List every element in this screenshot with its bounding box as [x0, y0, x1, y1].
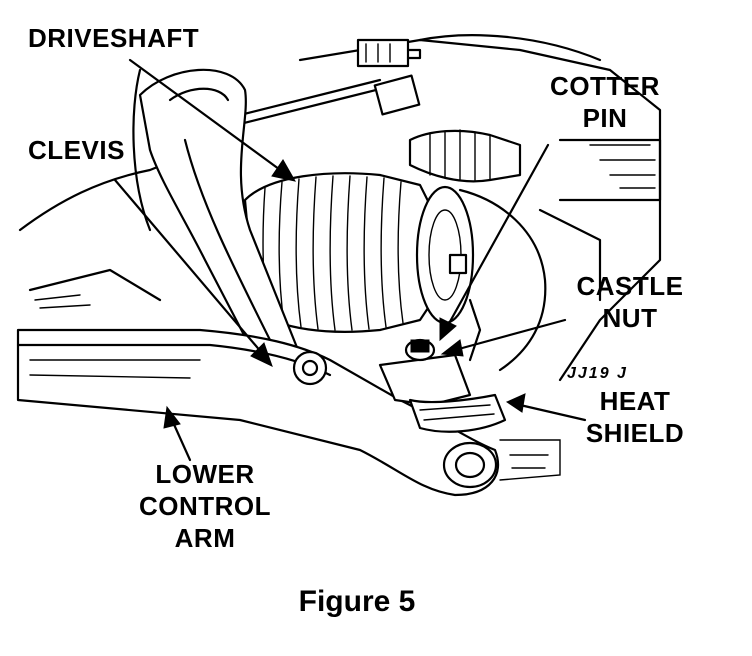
- label-heat-shield: HEAT SHIELD: [575, 385, 695, 449]
- cotter-pin-leader: [445, 143, 550, 329]
- label-driveshaft: DRIVESHAFT: [28, 23, 200, 53]
- castle-nut-arrowhead: [440, 339, 464, 357]
- cotter-pin-arrowhead: [439, 317, 457, 342]
- label-castle-nut-line1: CASTLE: [576, 271, 684, 301]
- upper-boot: [408, 129, 522, 183]
- heat-shield-arrowhead: [505, 393, 526, 413]
- label-lower-control-arm: LOWER CONTROL ARM: [125, 458, 285, 554]
- clevis-leader: [113, 178, 264, 355]
- driveshaft-arrowhead: [271, 159, 296, 182]
- driveshaft-leader: [128, 58, 285, 174]
- lower-control-arm-leader: [170, 418, 192, 462]
- stamp-mark: JJ19 J: [567, 365, 628, 382]
- label-heat-shield-line1: HEAT: [599, 386, 671, 416]
- castle-nut-leader: [453, 318, 567, 352]
- heat-shield-leader: [518, 403, 587, 422]
- label-heat-shield-line2: SHIELD: [585, 418, 685, 448]
- clevis-arrowhead: [250, 342, 273, 367]
- background-components: [18, 34, 662, 382]
- lower-control-arm-arrowhead: [163, 405, 181, 429]
- figure-caption: Figure 5: [298, 585, 416, 618]
- lower-control-arm-shape: [16, 328, 561, 497]
- leader-arrows: [113, 58, 587, 462]
- label-clevis: CLEVIS: [28, 135, 125, 165]
- steering-knuckle: [448, 188, 547, 372]
- label-cotter-pin-line2: PIN: [582, 103, 628, 133]
- label-castle-nut: CASTLE NUT: [565, 270, 695, 334]
- ball-joint-assembly: [292, 338, 507, 433]
- label-cotter-pin: COTTER PIN: [540, 70, 670, 134]
- label-lower-control-arm-line2: CONTROL: [138, 491, 272, 521]
- label-lower-control-arm-line1: LOWER: [155, 459, 255, 489]
- label-castle-nut-line2: NUT: [602, 303, 658, 333]
- clevis-bracket: [138, 68, 302, 389]
- label-lower-control-arm-line3: ARM: [174, 523, 236, 553]
- label-cotter-pin-line1: COTTER: [550, 71, 660, 101]
- brake-line: [218, 38, 422, 130]
